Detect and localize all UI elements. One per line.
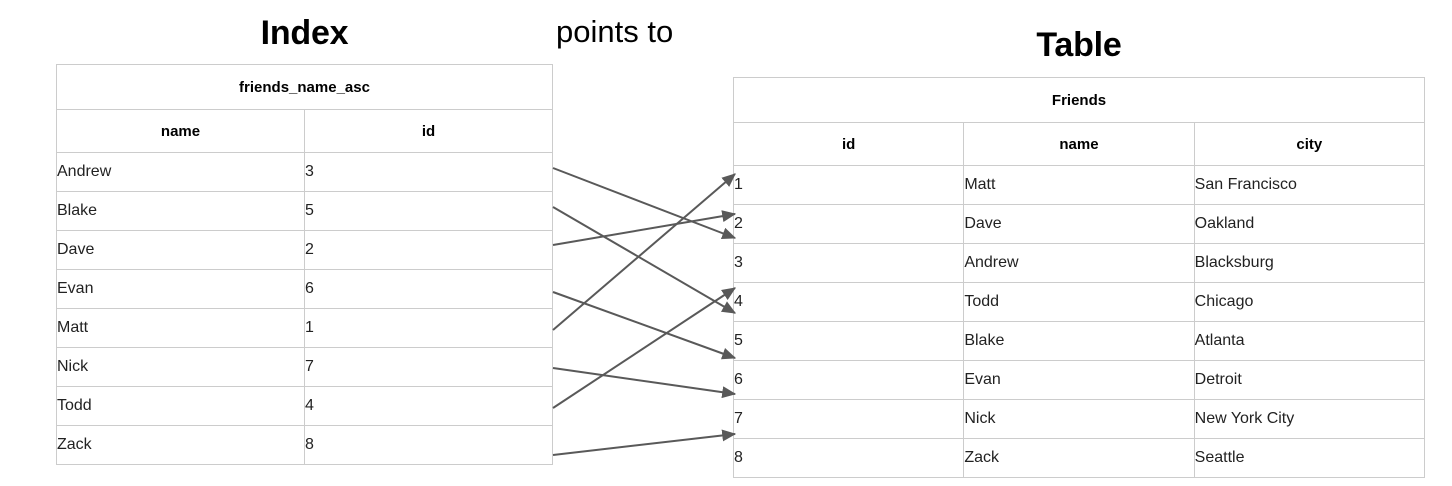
- index-cell-name: Matt: [56, 308, 305, 348]
- table-row: Andrew 3: [56, 152, 553, 192]
- friends-table: Friends id name city 1 Matt San Francisc…: [732, 77, 1426, 478]
- index-cell-id: 7: [304, 347, 553, 387]
- table-row: Evan 6: [56, 269, 553, 309]
- index-cell-name: Andrew: [56, 152, 305, 192]
- friends-cell-id: 8: [732, 438, 965, 478]
- friends-cell-name: Todd: [963, 282, 1195, 322]
- friends-cell-id: 4: [732, 282, 965, 322]
- table-row: 1 Matt San Francisco: [732, 165, 1426, 205]
- table-row: 8 Zack Seattle: [732, 438, 1426, 478]
- index-cell-id: 1: [304, 308, 553, 348]
- pointer-arrow-todd: [552, 287, 737, 409]
- table-row: 2 Dave Oakland: [732, 204, 1426, 244]
- table-row: 4 Todd Chicago: [732, 282, 1426, 322]
- index-cell-name: Evan: [56, 269, 305, 309]
- index-column-header-name: name: [56, 109, 305, 153]
- table-row: Nick 7: [56, 347, 553, 387]
- friends-cell-city: Atlanta: [1193, 321, 1426, 361]
- friends-cell-name: Andrew: [963, 243, 1195, 283]
- index-cell-id: 6: [304, 269, 553, 309]
- index-cell-id: 4: [304, 386, 553, 426]
- pointer-arrow-evan: [552, 291, 737, 360]
- friends-cell-city: Blacksburg: [1193, 243, 1426, 283]
- table-row: Zack 8: [56, 425, 553, 465]
- index-heading: Index: [260, 14, 349, 52]
- friends-cell-id: 6: [732, 360, 965, 400]
- pointer-arrow-zack: [552, 429, 737, 456]
- index-cell-id: 8: [304, 425, 553, 465]
- friends-cell-id: 7: [732, 399, 965, 439]
- friends-cell-city: Chicago: [1193, 282, 1426, 322]
- index-cell-id: 2: [304, 230, 553, 270]
- index-table: friends_name_asc name id Andrew 3 Blake …: [56, 64, 553, 465]
- index-cell-id: 3: [304, 152, 553, 192]
- table-row: 6 Evan Detroit: [732, 360, 1426, 400]
- friends-table-title-row: Friends: [733, 77, 1425, 123]
- friends-cell-city: San Francisco: [1193, 165, 1426, 205]
- table-row: 7 Nick New York City: [732, 399, 1426, 439]
- pointer-arrow-matt: [552, 173, 736, 331]
- friends-cell-name: Nick: [963, 399, 1195, 439]
- table-row: Matt 1: [56, 308, 553, 348]
- table-row: Todd 4: [56, 386, 553, 426]
- friends-table-name: Friends: [733, 77, 1425, 123]
- friends-table-header-row: id name city: [732, 122, 1426, 166]
- index-cell-name: Todd: [56, 386, 305, 426]
- friends-cell-city: New York City: [1193, 399, 1426, 439]
- index-table-name: friends_name_asc: [56, 64, 553, 110]
- friends-cell-id: 1: [732, 165, 965, 205]
- pointer-arrow-andrew: [552, 167, 737, 240]
- index-cell-name: Blake: [56, 191, 305, 231]
- index-table-header-row: name id: [56, 109, 553, 153]
- pointer-arrow-nick: [552, 367, 737, 399]
- points-to-label: points to: [556, 14, 674, 49]
- friends-column-header-id: id: [732, 122, 965, 166]
- friends-cell-name: Evan: [963, 360, 1195, 400]
- friends-cell-name: Matt: [963, 165, 1195, 205]
- friends-cell-city: Detroit: [1193, 360, 1426, 400]
- friends-cell-city: Seattle: [1193, 438, 1426, 478]
- friends-column-header-city: city: [1193, 122, 1426, 166]
- friends-column-header-name: name: [963, 122, 1195, 166]
- table-row: Dave 2: [56, 230, 553, 270]
- pointer-arrow-blake: [552, 206, 737, 314]
- pointer-arrow-dave: [552, 210, 737, 246]
- friends-cell-id: 5: [732, 321, 965, 361]
- friends-cell-id: 3: [732, 243, 965, 283]
- table-heading: Table: [1036, 26, 1122, 64]
- index-cell-name: Zack: [56, 425, 305, 465]
- table-row: 3 Andrew Blacksburg: [732, 243, 1426, 283]
- friends-cell-city: Oakland: [1193, 204, 1426, 244]
- index-column-header-id: id: [304, 109, 553, 153]
- friends-cell-id: 2: [732, 204, 965, 244]
- table-row: Blake 5: [56, 191, 553, 231]
- friends-cell-name: Dave: [963, 204, 1195, 244]
- index-cell-name: Dave: [56, 230, 305, 270]
- index-cell-id: 5: [304, 191, 553, 231]
- index-cell-name: Nick: [56, 347, 305, 387]
- friends-cell-name: Zack: [963, 438, 1195, 478]
- friends-cell-name: Blake: [963, 321, 1195, 361]
- index-table-title-row: friends_name_asc: [56, 64, 553, 110]
- table-row: 5 Blake Atlanta: [732, 321, 1426, 361]
